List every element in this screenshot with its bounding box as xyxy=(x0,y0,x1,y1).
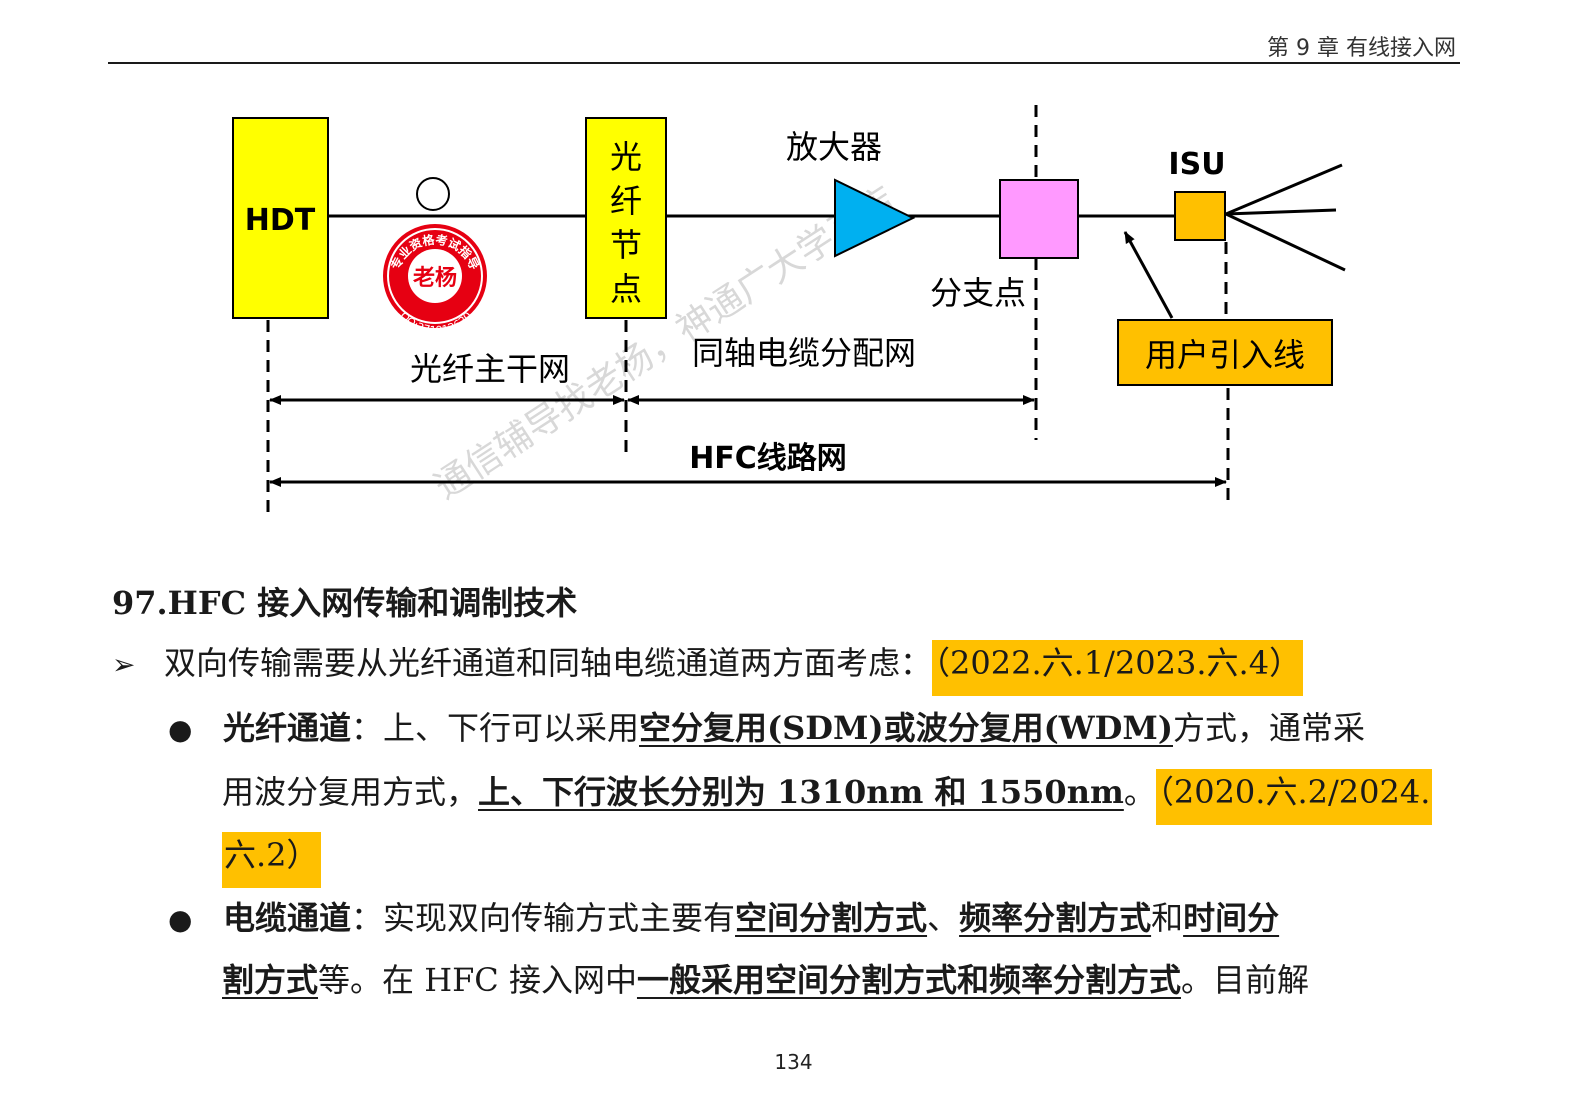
cable-text: 等。在 HFC 接入网中 xyxy=(318,961,637,999)
exam-year-note: 六.2） xyxy=(222,832,321,888)
subscriber-line xyxy=(1225,163,1343,216)
lead-text: 双向传输需要从光纤通道和同轴电缆通道两方面考虑： xyxy=(164,644,933,682)
page-number: 134 xyxy=(774,1050,813,1074)
fiber-node-box xyxy=(585,117,667,319)
hfc-network-label: HFC线路网 xyxy=(689,441,847,476)
fiber-text: 。 xyxy=(1123,773,1156,811)
fiber-key-point: 空分复用(SDM)或波分复用(WDM) xyxy=(639,709,1173,747)
amplifier-label: 放大器 xyxy=(786,128,882,166)
fiber-trunk-label: 光纤主干网 xyxy=(410,350,570,388)
fiber-channel-line-2: 用波分复用方式，上、下行波长分别为 1310nm 和 1550nm。（2020.… xyxy=(222,767,1433,825)
fiber-text: 用波分复用方式， xyxy=(222,773,479,811)
hfc-network-diagram: 通信辅导找老杨，神通广大学习店 HDT 光 纤 节 点 放大器 分支点 ISU … xyxy=(232,105,1346,515)
drop-line-pointer xyxy=(1123,231,1174,319)
fiber-text: 方式，通常采 xyxy=(1173,709,1366,747)
fiber-channel-item: ● 光纤通道：上、下行可以采用空分复用(SDM)或波分复用(WDM)方式，通常采 xyxy=(168,703,1365,749)
section-heading: 97.HFC 接入网传输和调制技术 xyxy=(112,584,578,622)
cable-text: 、 xyxy=(927,899,960,937)
bullet-dot-icon: ● xyxy=(168,903,193,936)
page-header: 第 9 章 有线接入网 xyxy=(108,22,1460,64)
fiber-node-char: 节 xyxy=(610,226,642,264)
fiber-node-char: 光 xyxy=(610,138,642,176)
coax-network-label: 同轴电缆分配网 xyxy=(692,334,916,372)
fiber-node-char: 纤 xyxy=(610,182,642,220)
cable-channel-item: ● 电缆通道：实现双向传输方式主要有空间分割方式、频率分割方式和时间分 xyxy=(168,893,1279,939)
bullet-dot-icon: ● xyxy=(168,713,193,746)
branch-point-label: 分支点 xyxy=(930,274,1026,312)
isu-box xyxy=(1174,191,1226,241)
cable-key-point: 一般采用空间分割方式和频率分割方式 xyxy=(636,961,1181,999)
cable-key-point: 时间分 xyxy=(1183,899,1280,937)
fiber-key-point: 上、下行波长分别为 1310nm 和 1550nm xyxy=(478,773,1124,811)
exam-year-note: （2022.六.1/2023.六.4） xyxy=(932,640,1304,696)
subscriber-line xyxy=(1225,212,1346,272)
drop-line-label: 用户引入线 xyxy=(1145,336,1305,374)
seal: 专业资格考试指导 老杨 QQ:271912620 xyxy=(383,224,487,337)
cable-channel-term: 电缆通道 xyxy=(223,899,352,937)
hdt-box xyxy=(232,117,329,319)
exam-year-note: （2020.六.2/2024. xyxy=(1155,769,1433,825)
cable-key-point: 空间分割方式 xyxy=(735,899,928,937)
hdt-label: HDT xyxy=(245,203,316,238)
amplifier-triangle xyxy=(834,178,916,258)
fiber-channel-line-3: 六.2） xyxy=(222,830,321,888)
fiber-coil-icon xyxy=(416,177,450,211)
branch-point-box xyxy=(999,179,1079,259)
subscriber-line xyxy=(1225,208,1337,216)
seal-center-text: 老杨 xyxy=(412,266,457,291)
fiber-node-char: 点 xyxy=(610,270,642,308)
cable-text: ：实现双向传输方式主要有 xyxy=(351,899,736,937)
fiber-channel-term: 光纤通道 xyxy=(223,709,352,747)
chapter-title: 第 9 章 有线接入网 xyxy=(1267,36,1456,61)
cable-channel-line-2: 割方式等。在 HFC 接入网中一般采用空间分割方式和频率分割方式。目前解 xyxy=(222,955,1309,1001)
cable-text: 和 xyxy=(1151,899,1184,937)
arrow-bullet-icon: ➢ xyxy=(112,648,136,681)
lead-paragraph: ➢ 双向传输需要从光纤通道和同轴电缆通道两方面考虑：（2022.六.1/2023.… xyxy=(112,638,1304,696)
fiber-text: ：上、下行可以采用 xyxy=(351,709,640,747)
cable-key-point: 割方式 xyxy=(222,961,319,999)
cable-key-point: 频率分割方式 xyxy=(959,899,1152,937)
drop-line-box xyxy=(1117,319,1333,386)
isu-label: ISU xyxy=(1168,147,1225,182)
cable-text: 。目前解 xyxy=(1180,961,1309,999)
